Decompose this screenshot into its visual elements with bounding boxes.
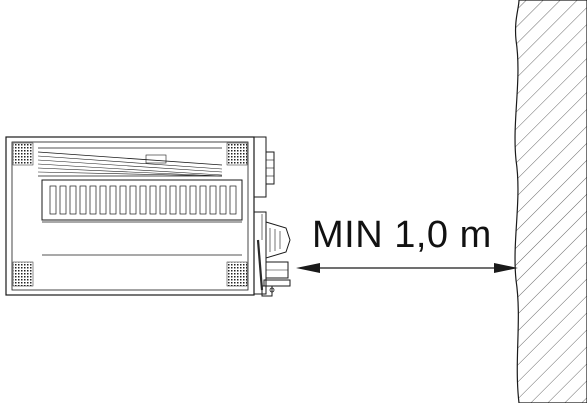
wall xyxy=(514,0,587,403)
clearance-label: MIN 1,0 m xyxy=(312,214,492,256)
vent-corner-top-right xyxy=(226,142,248,166)
vent-corner-bottom-left xyxy=(12,261,34,287)
heater-inner-frame xyxy=(11,141,249,291)
vent-corner-top-left xyxy=(12,142,34,166)
vent-corner-bottom-right xyxy=(226,261,248,287)
top-fitting xyxy=(253,136,267,198)
heater-unit xyxy=(5,136,291,297)
arrowhead-left xyxy=(296,263,320,273)
heater-housing xyxy=(5,136,255,296)
burner-assembly xyxy=(253,211,291,297)
fin-block xyxy=(41,179,243,221)
fins xyxy=(49,185,237,215)
arrowhead-right xyxy=(494,263,518,273)
dimension-line xyxy=(296,263,518,273)
